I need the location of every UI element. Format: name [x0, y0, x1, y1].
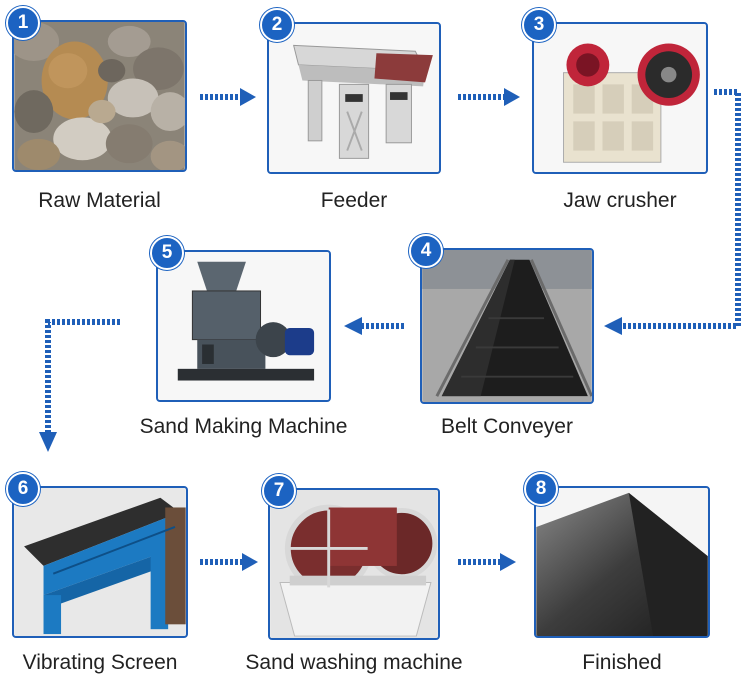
step-2-label: Feeder	[320, 189, 388, 212]
sand-making-machine-image	[156, 250, 331, 402]
finished-sand-image	[534, 486, 710, 638]
step-1-label: Raw Material	[38, 189, 161, 212]
arrowhead-6-to-7	[242, 553, 258, 571]
step-3-badge: 3	[522, 8, 556, 42]
step-1-badge: 1	[6, 6, 40, 40]
step-6-label: Vibrating Screen	[22, 651, 178, 674]
arrowhead-3-to-4	[604, 317, 622, 335]
step-2-badge: 2	[260, 8, 294, 42]
step-7-badge: 7	[262, 474, 296, 508]
step-4-badge: 4	[409, 234, 443, 268]
arrow-5-to-6	[45, 319, 120, 432]
arrowhead-5-to-6	[39, 432, 57, 452]
step-5-badge: 5	[150, 236, 184, 270]
step-8-label: Finished	[582, 651, 662, 674]
step-6-badge: 6	[6, 472, 40, 506]
step-8-badge: 8	[524, 472, 558, 506]
step-7-label: Sand washing machine	[245, 651, 463, 674]
arrowhead-2-to-3	[504, 88, 520, 106]
feeder-image	[267, 22, 441, 174]
raw-material-image	[12, 20, 187, 172]
arrowhead-7-to-8	[500, 553, 516, 571]
step-4-label: Belt Conveyer	[441, 415, 573, 438]
step-3-label: Jaw crusher	[563, 189, 677, 212]
arrowhead-1-to-2	[240, 88, 256, 106]
step-5-label: Sand Making Machine	[139, 415, 348, 438]
sand-washing-machine-image	[268, 488, 440, 640]
vibrating-screen-image	[12, 486, 188, 638]
arrowhead-4-to-5	[344, 317, 362, 335]
belt-conveyer-image	[420, 248, 594, 404]
jaw-crusher-image	[532, 22, 708, 174]
